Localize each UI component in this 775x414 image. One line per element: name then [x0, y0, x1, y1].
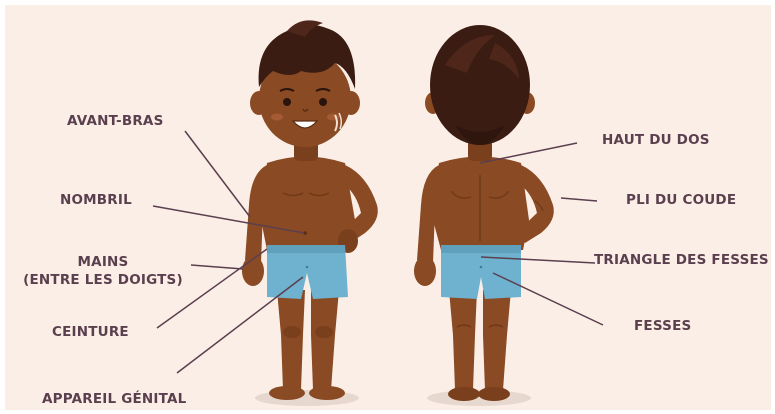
label-mains-line1: MAINS [14, 253, 192, 271]
back-left-leg [449, 290, 477, 390]
back-shorts [441, 245, 521, 299]
back-left-foot [448, 387, 480, 401]
label-appareil-genital: APPAREIL GÉNITAL [42, 390, 186, 408]
back-right-foot [478, 387, 510, 401]
back-torso [433, 157, 529, 251]
front-right-foot [309, 386, 345, 400]
boy-front-view [242, 20, 378, 400]
front-shorts [267, 245, 348, 299]
leader-haut-du-dos [480, 143, 577, 163]
illustration-canvas: AVANT-BRAS NOMBRIL MAINS (ENTRE LES DOIG… [5, 5, 771, 410]
back-right-leg [483, 290, 511, 390]
front-left-eye [283, 98, 291, 106]
label-mains-line2: (ENTRE LES DOIGTS) [14, 271, 192, 289]
label-ceinture: CEINTURE [52, 323, 129, 341]
front-left-hand [242, 256, 264, 286]
label-nombril: NOMBRIL [60, 191, 132, 209]
back-left-hand [414, 256, 436, 286]
label-triangle-des-fesses: TRIANGLE DES FESSES [594, 251, 769, 269]
front-right-leg [311, 290, 339, 390]
front-right-eye [319, 98, 327, 106]
label-haut-du-dos: HAUT DU DOS [602, 131, 710, 149]
front-left-foot [269, 386, 305, 400]
label-pli-du-coude: PLI DU COUDE [626, 191, 736, 209]
leader-pli-du-coude [561, 198, 597, 201]
label-fesses: FESSES [634, 317, 691, 335]
boy-back-view [414, 25, 554, 401]
label-mains: MAINS (ENTRE LES DOIGTS) [14, 253, 192, 289]
front-left-leg [277, 290, 305, 390]
leader-mains [191, 265, 243, 269]
label-avant-bras: AVANT-BRAS [67, 112, 164, 130]
leader-lines [153, 131, 603, 373]
leader-avant-bras [185, 131, 250, 217]
